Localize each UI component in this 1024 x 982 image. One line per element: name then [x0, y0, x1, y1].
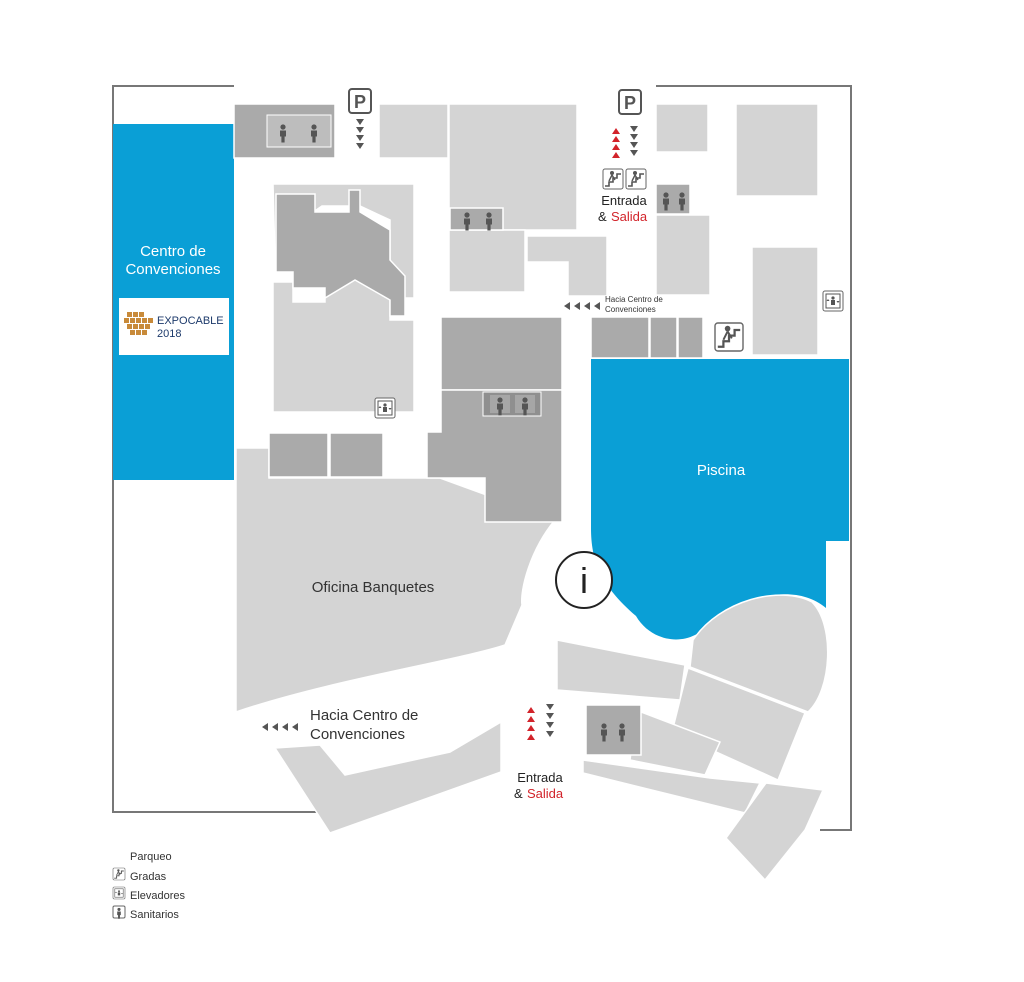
expocable-logo-icon: [124, 312, 153, 335]
svg-text:i: i: [580, 560, 588, 601]
entrance-top-salida: Salida: [611, 209, 648, 224]
legend-stairs-icon: [112, 867, 126, 881]
info-icon[interactable]: i: [555, 551, 613, 609]
entrance-top-entrada: Entrada: [601, 193, 647, 208]
expocable-year: 2018: [157, 328, 181, 340]
stairs-icon: [602, 168, 624, 190]
arrows-down-icon: [630, 126, 638, 156]
banquet-office-label: Oficina Banquetes: [312, 579, 435, 596]
stairs-icon: [625, 168, 647, 190]
legend-restrooms: Sanitarios: [130, 909, 179, 921]
entrance-bottom-salida: Salida: [527, 786, 564, 801]
stairs-icon: [713, 321, 745, 353]
to-convention-small-2: Convenciones: [605, 305, 656, 314]
pool-label: Piscina: [697, 462, 746, 479]
legend-elevators: Elevadores: [130, 890, 186, 902]
legend-stairs: Gradas: [130, 871, 167, 883]
arrows-left-icon: [564, 302, 600, 310]
svg-text:P: P: [624, 93, 636, 113]
restroom-icon: [482, 391, 542, 417]
elevator-icon: [374, 397, 396, 419]
arrows-down-icon: [546, 704, 554, 737]
legend: Parqueo Gradas Elevadores Sanitarios: [112, 851, 186, 921]
to-convention-small-1: Hacia Centro de: [605, 295, 663, 304]
arrows-down-icon: [356, 119, 364, 149]
pool-area[interactable]: [591, 359, 849, 640]
legend-elevator-icon: [112, 886, 126, 900]
arrows-up-icon: [527, 707, 535, 740]
legend-restroom-icon: [112, 905, 126, 919]
convention-center-label-1: Centro de: [140, 243, 206, 260]
parking-icon: P: [618, 89, 642, 115]
expocable-badge: EXPOCABLE 2018: [119, 298, 229, 355]
to-convention-large-1: Hacia Centro de: [310, 707, 418, 724]
expocable-name: EXPOCABLE: [157, 315, 224, 327]
arrows-left-icon: [262, 723, 298, 731]
elevator-icon: [822, 290, 844, 312]
convention-center-label-2: Convenciones: [125, 261, 220, 278]
buildings-light: [235, 103, 829, 882]
legend-parking: Parqueo: [130, 851, 172, 863]
arrows-up-icon: [612, 128, 620, 158]
entrance-bottom-amp: &: [514, 786, 523, 801]
entrance-bottom-entrada: Entrada: [517, 770, 563, 785]
entrance-top-amp: &: [598, 209, 607, 224]
restroom-icon: [266, 114, 332, 148]
to-convention-large-2: Convenciones: [310, 726, 405, 743]
svg-text:P: P: [354, 92, 366, 112]
parking-icon: P: [348, 88, 372, 114]
